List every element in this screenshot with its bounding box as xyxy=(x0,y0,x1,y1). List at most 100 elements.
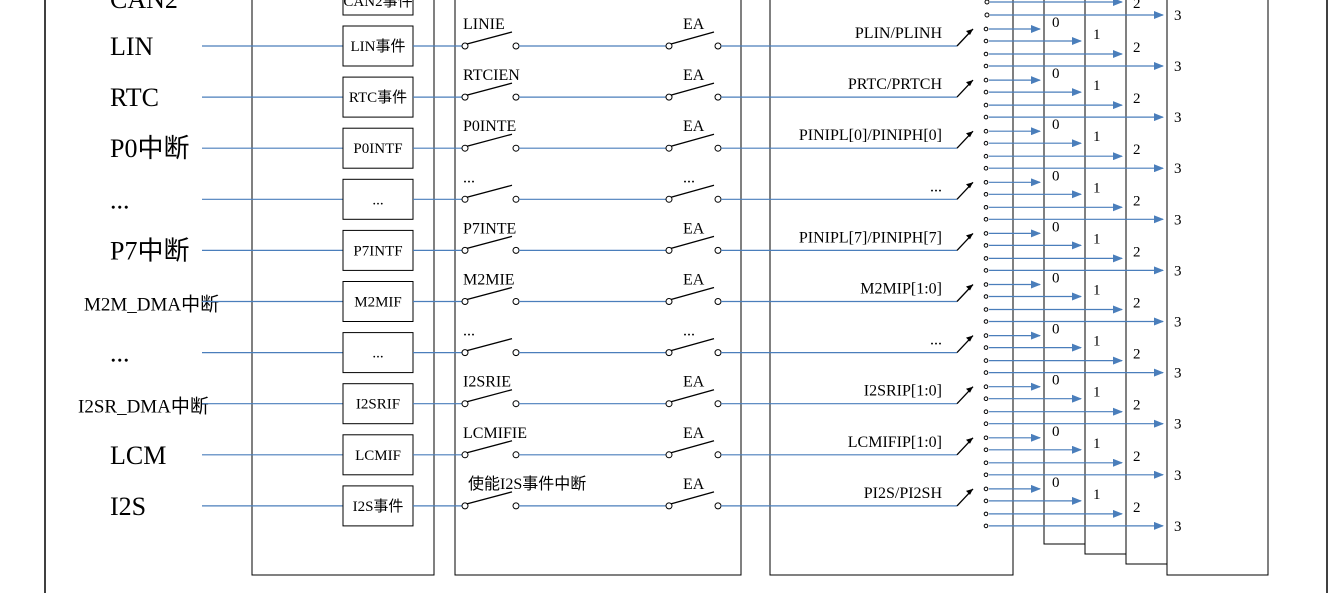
source-label: P0中断 xyxy=(110,134,189,163)
source-label-can2: CAN2 xyxy=(110,0,178,14)
enable-switch-pin-a xyxy=(461,93,469,101)
selector-arrowhead xyxy=(966,80,973,87)
enable-switch-pin-b xyxy=(512,400,520,408)
flag-box-can2 xyxy=(342,0,414,16)
selector-contact xyxy=(983,511,989,517)
selector-contact xyxy=(983,447,989,453)
enable-bit-label: 使能I2S事件中断 xyxy=(468,475,586,493)
priority-label: PI2S/PI2SH xyxy=(864,485,943,502)
level-3-label: 3 xyxy=(1174,468,1182,484)
selector-contact xyxy=(983,63,989,69)
selector-arrowhead xyxy=(966,233,973,240)
selector-contact xyxy=(983,472,989,478)
selector-contact xyxy=(983,282,989,287)
priority-label: M2MIP[1:0] xyxy=(860,281,942,298)
enable-switch-pin-b xyxy=(512,246,520,254)
level-2-label: 2 xyxy=(1133,142,1141,158)
source-label: LCM xyxy=(110,441,166,470)
top-selector-dot-a xyxy=(984,0,990,5)
level-2-label: 2 xyxy=(1133,296,1141,312)
flag-box xyxy=(342,76,414,118)
selector-arrowhead xyxy=(966,335,973,342)
ea-switch-pin-a xyxy=(665,93,673,101)
flag-label: M2MIF xyxy=(354,295,402,311)
source-label: RTC xyxy=(110,83,159,112)
ea-switch-pin-b xyxy=(714,42,722,50)
level-1-label: 1 xyxy=(1093,385,1101,401)
level-0-label: 0 xyxy=(1052,15,1060,31)
level-1-label: 1 xyxy=(1093,487,1101,503)
enable-switch-blade xyxy=(466,184,513,198)
selector-arrowhead xyxy=(966,386,973,393)
level-2-label: 2 xyxy=(1133,398,1141,414)
enable-switch-blade xyxy=(466,491,513,505)
enable-switch-pin-b xyxy=(512,144,520,152)
selector-contact xyxy=(983,486,989,492)
selector-contact xyxy=(983,307,989,312)
level-0-label: 0 xyxy=(1052,424,1060,440)
level-3-label: 3 xyxy=(1174,110,1182,126)
selector-contact xyxy=(983,333,989,338)
source-label: I2S xyxy=(110,492,146,521)
flag-label: I2S事件 xyxy=(353,498,404,515)
ea-switch-blade xyxy=(670,389,715,403)
priority-label: PINIPL[0]/PINIPH[0] xyxy=(799,127,942,144)
ea-label: EA xyxy=(683,476,705,493)
selector-contact xyxy=(983,294,989,299)
selector-contact xyxy=(983,460,989,466)
ea-label: EA xyxy=(683,272,705,289)
ea-switch-blade xyxy=(670,440,715,454)
flag-column-box xyxy=(251,0,435,576)
ea-switch-pin-b xyxy=(714,349,722,357)
level-1-label: 1 xyxy=(1093,27,1101,43)
enable-switch-pin-a xyxy=(461,42,469,50)
ea-label: EA xyxy=(683,425,705,442)
selector-contact xyxy=(983,140,989,146)
source-label: P7中断 xyxy=(110,236,189,265)
enable-switch-blade xyxy=(466,133,513,147)
enable-bit-label: P7INTE xyxy=(463,220,516,237)
level-0-label: 0 xyxy=(1052,373,1060,389)
level-0-label: 0 xyxy=(1052,66,1060,82)
selector-contact xyxy=(983,358,989,363)
selector-arrowhead xyxy=(966,488,973,495)
selector-contact xyxy=(983,498,989,504)
selector-arrowhead xyxy=(966,182,973,189)
ea-label: EA xyxy=(683,118,705,135)
flag-label-can2: CAN2事件 xyxy=(343,0,412,10)
selector-arrowhead xyxy=(966,284,973,291)
enable-switch-pin-a xyxy=(461,451,469,459)
enable-switch-pin-b xyxy=(512,42,520,50)
source-label: ... xyxy=(110,185,130,214)
ea-switch-pin-a xyxy=(665,42,673,50)
enable-switch-pin-b xyxy=(512,298,520,305)
selector-contact xyxy=(983,409,989,415)
enable-bit-label: ... xyxy=(463,169,475,186)
ea-switch-blade xyxy=(670,337,715,352)
flag-label: P7INTF xyxy=(353,243,402,259)
selector-contact xyxy=(983,384,989,390)
level-3-label: 3 xyxy=(1174,263,1182,279)
enable-switch-pin-b xyxy=(512,195,520,203)
top-level-3: 3 xyxy=(1174,8,1182,24)
ea-label: EA xyxy=(683,67,705,84)
selector-contact xyxy=(983,51,989,57)
level-2-label: 2 xyxy=(1133,193,1141,209)
flag-label: P0INTF xyxy=(353,141,402,157)
ea-label: ... xyxy=(683,323,695,340)
selector-arrowhead xyxy=(966,29,973,35)
selector-contact xyxy=(983,165,989,171)
selector-arrowhead xyxy=(966,437,973,444)
enable-bit-label: ... xyxy=(463,323,475,340)
level-3-label: 3 xyxy=(1174,366,1182,382)
priority-label: LCMIFIP[1:0] xyxy=(848,434,942,451)
ea-switch-pin-b xyxy=(714,502,722,510)
priority-label: I2SRIP[1:0] xyxy=(864,383,942,400)
ea-switch-pin-b xyxy=(714,93,722,101)
level-0-label: 0 xyxy=(1052,271,1060,287)
